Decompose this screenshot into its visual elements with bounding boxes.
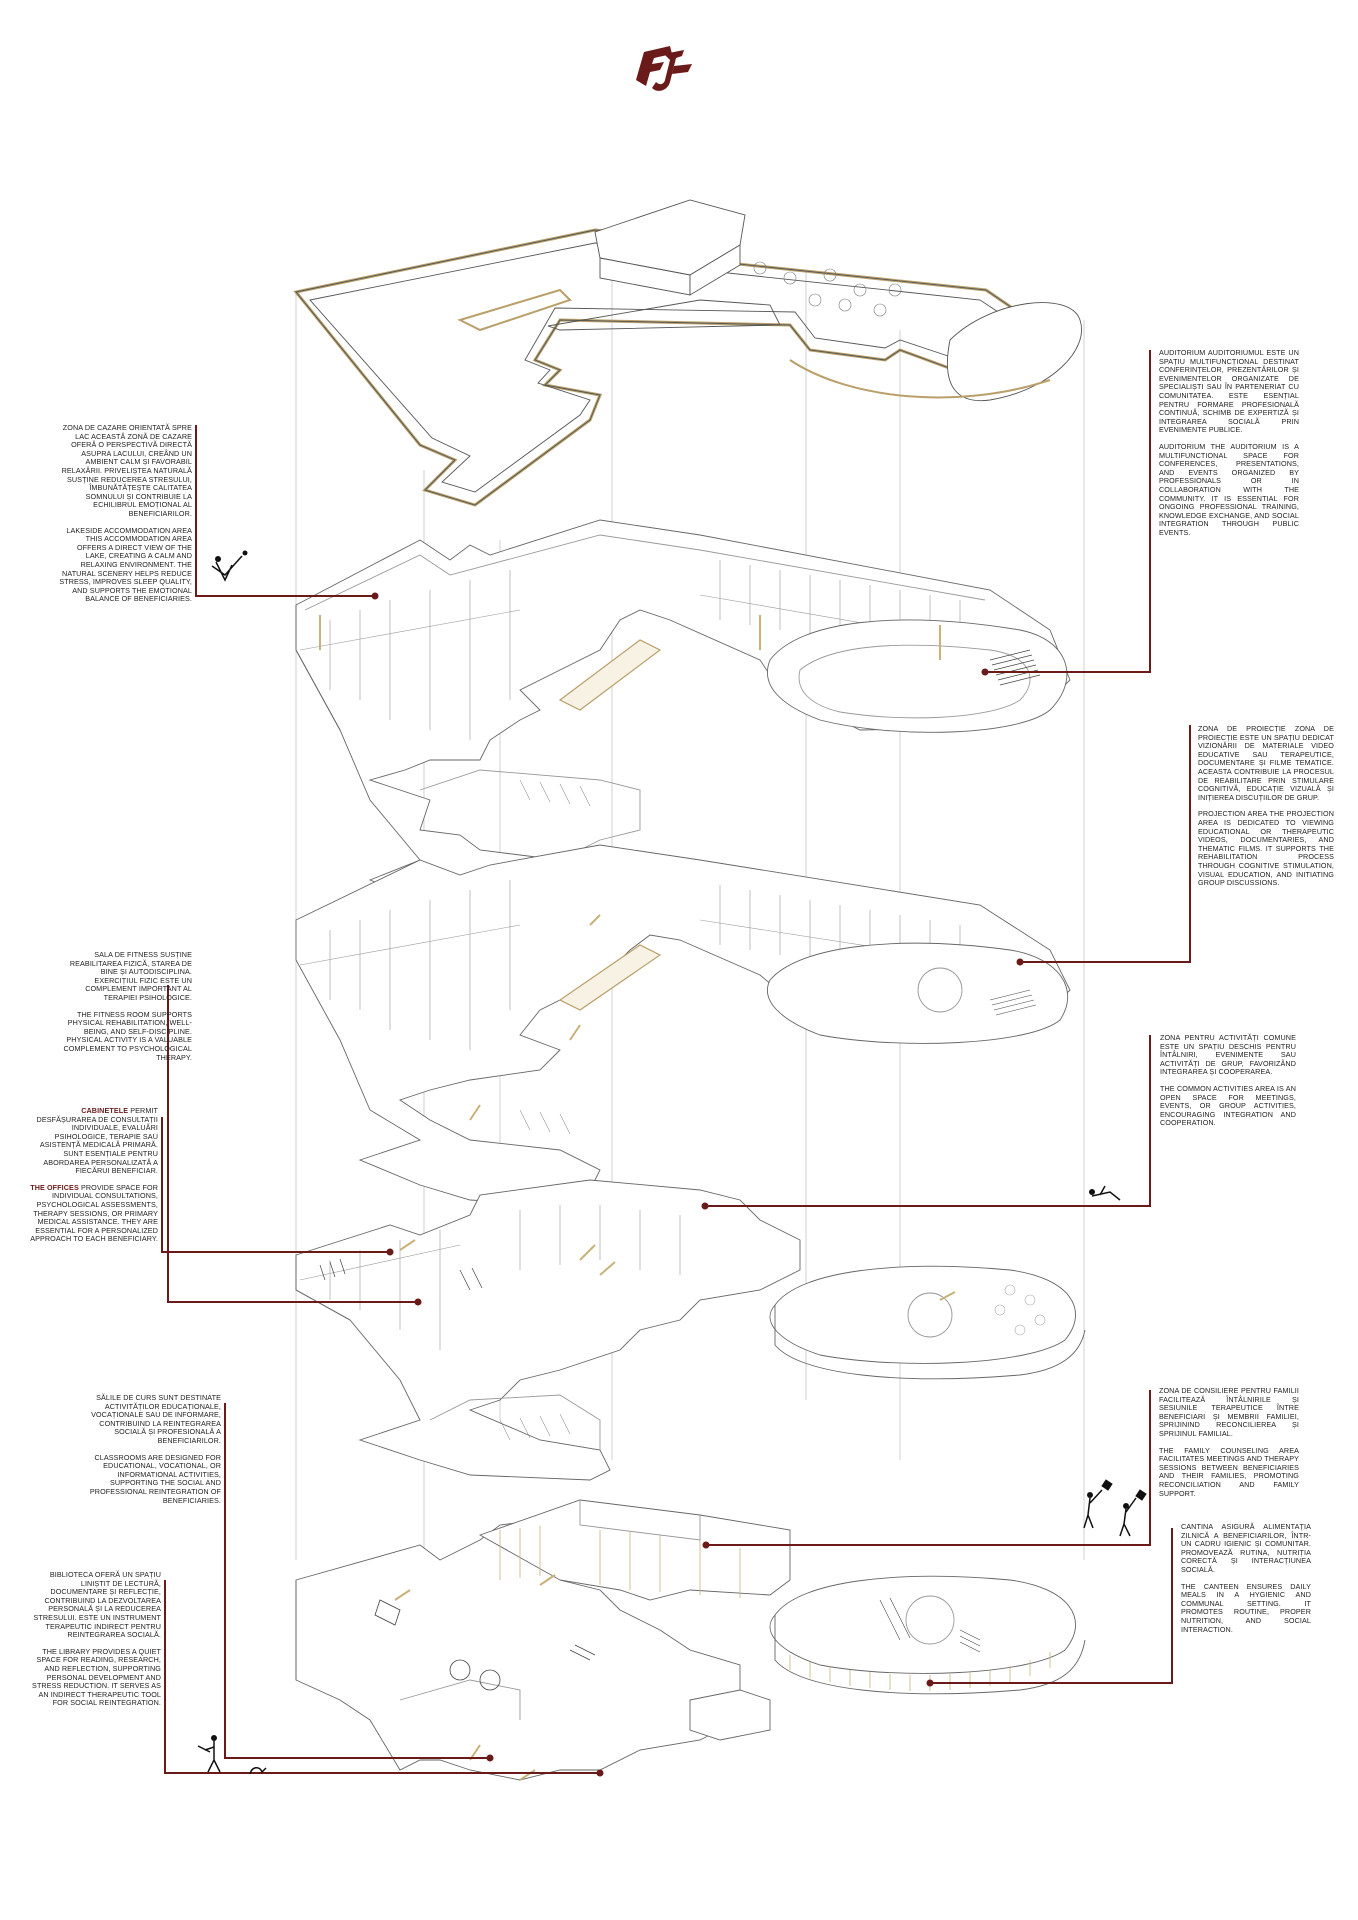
offices-en: PROVIDE SPACE FOR INDIVIDUAL CONSULTATIO…	[30, 1182, 158, 1244]
canteen-ro: CANTINA ASIGURĂ ALIMENTAȚIA ZILNICĂ A BE…	[1181, 1522, 1311, 1574]
common-ro: ZONA PENTRU ACTIVITĂȚI COMUNE ESTE UN SP…	[1160, 1033, 1296, 1077]
offices-note: CABINETELE PERMIT DESFĂȘURAREA DE CONSUL…	[30, 1106, 158, 1252]
family-en: THE FAMILY COUNSELING AREA FACILITATES M…	[1159, 1445, 1299, 1498]
classrooms-ro: SĂLILE DE CURS SUNT DESTINATE ACTIVITĂȚI…	[91, 1393, 221, 1445]
reading-figure-icon	[197, 1735, 221, 1773]
canteen-note: CANTINA ASIGURĂ ALIMENTAȚIA ZILNICĂ A BE…	[1181, 1522, 1311, 1642]
leader-lines	[161, 350, 1191, 1774]
lakeside-en: LAKESIDE ACCOMMODATION AREA THIS ACCOMMO…	[59, 525, 192, 604]
lakeside-ro: ZONA DE CAZARE ORIENTATĂ SPRE LAC ACEAST…	[61, 423, 192, 518]
offices-ro: PERMIT DESFĂȘURAREA DE CONSULTAȚII INDIV…	[36, 1106, 158, 1176]
projection-en: PROJECTION AREA THE PROJECTION AREA IS D…	[1198, 809, 1334, 888]
offices-ro-paragraph: CABINETELE PERMIT DESFĂȘURAREA DE CONSUL…	[30, 1106, 158, 1176]
roof-level	[293, 199, 1082, 507]
offices-en-heading: THE OFFICES	[30, 1182, 79, 1192]
library-ro: BIBLIOTECA OFERĂ UN SPAȚIU LINIȘTIT DE L…	[33, 1570, 161, 1640]
library-note: BIBLIOTECA OFERĂ UN SPAȚIU LINIȘTIT DE L…	[28, 1570, 161, 1716]
person-silhouettes	[197, 550, 1147, 1775]
fitness-ro: SALA DE FITNESS SUSȚINE REABILITAREA FIZ…	[69, 950, 192, 1002]
level-1-floorplan	[295, 1179, 1086, 1481]
reclining-figure-icon	[1089, 1185, 1121, 1201]
auditorium-ro: AUDITORIUM AUDITORIUMUL ESTE UN SPAȚIU M…	[1159, 348, 1299, 435]
lakeside-accommodation-note: ZONA DE CAZARE ORIENTATĂ SPRE LAC ACEAST…	[58, 423, 192, 612]
projection-area-note: ZONA DE PROIECȚIE ZONA DE PROIECȚIE ESTE…	[1198, 724, 1334, 896]
auditorium-note: AUDITORIUM AUDITORIUMUL ESTE UN SPAȚIU M…	[1159, 348, 1299, 545]
aj-logo	[636, 46, 692, 91]
family-ro: ZONA DE CONSILIERE PENTRU FAMILII FACILI…	[1159, 1386, 1299, 1438]
offices-ro-heading: CABINETELE	[81, 1106, 129, 1115]
canteen-en: THE CANTEEN ENSURES DAILY MEALS IN A HYG…	[1181, 1581, 1311, 1634]
projection-ro: ZONA DE PROIECȚIE ZONA DE PROIECȚIE ESTE…	[1198, 724, 1334, 802]
auditorium-en: AUDITORIUM THE AUDITORIUM IS A MULTIFUNC…	[1159, 441, 1299, 537]
common-activities-note: ZONA PENTRU ACTIVITĂȚI COMUNE ESTE UN SP…	[1160, 1033, 1296, 1136]
cat-icon	[249, 1767, 267, 1775]
offices-en-paragraph: THE OFFICES PROVIDE SPACE FOR INDIVIDUAL…	[30, 1182, 158, 1244]
level-2-floorplan	[295, 844, 1071, 1206]
classrooms-note: SĂLILE DE CURS SUNT DESTINATE ACTIVITĂȚI…	[86, 1393, 221, 1513]
ground-floorplan	[295, 1499, 1086, 1781]
family-counseling-note: ZONA DE CONSILIERE PENTRU FAMILII FACILI…	[1159, 1386, 1299, 1506]
common-en: THE COMMON ACTIVITIES AREA IS AN OPEN SP…	[1160, 1083, 1296, 1128]
dancing-figure-icon	[211, 550, 248, 582]
fitness-en: THE FITNESS ROOM SUPPORTS PHYSICAL REHAB…	[63, 1009, 192, 1062]
library-en: THE LIBRARY PROVIDES A QUIET SPACE FOR R…	[32, 1646, 161, 1708]
classrooms-en: CLASSROOMS ARE DESIGNED FOR EDUCATIONAL,…	[89, 1452, 221, 1505]
fitness-room-note: SALA DE FITNESS SUSȚINE REABILITAREA FIZ…	[56, 950, 192, 1070]
leader-dots	[371, 592, 1024, 1777]
kite-figures-icon	[1083, 1479, 1147, 1537]
